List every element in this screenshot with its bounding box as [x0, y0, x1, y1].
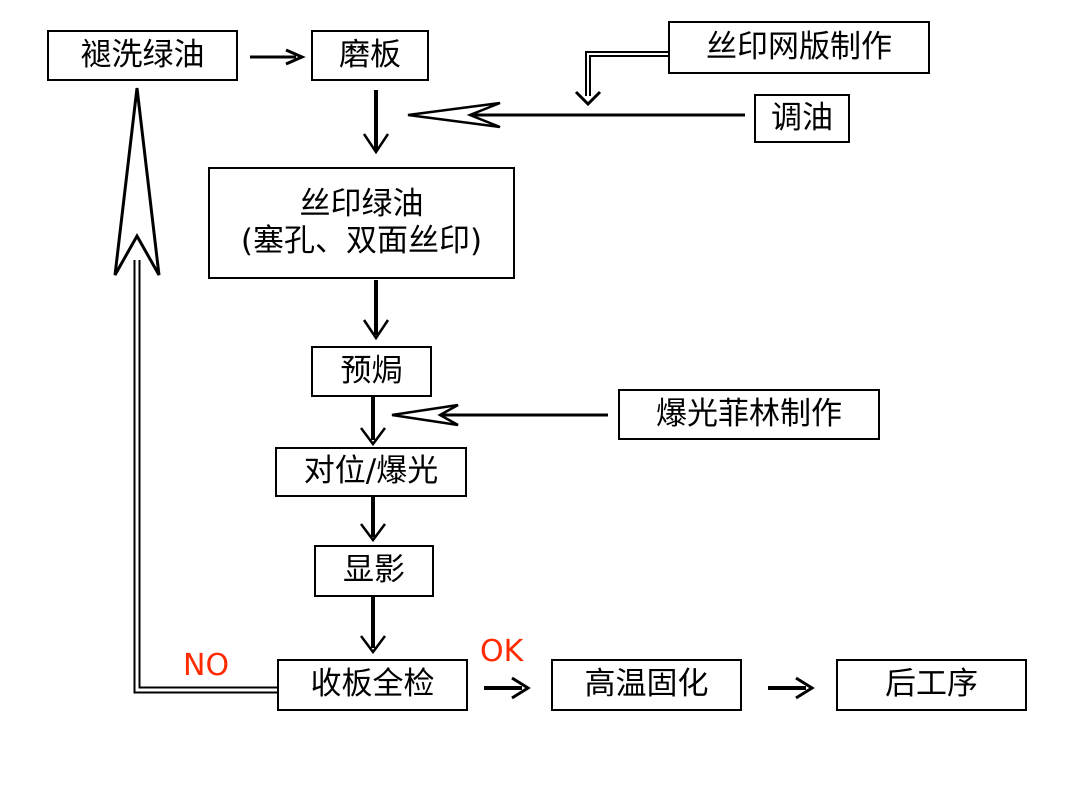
edge-feilin-to-main — [391, 403, 608, 427]
edge-duiwei-to-xianying — [360, 497, 386, 543]
edge-yukao-to-duiwei — [360, 397, 386, 447]
edge-tuixi-to-moban — [250, 48, 306, 66]
node-gaowen-guhua: 高温固化 — [551, 659, 742, 711]
edge-gaowen-to-hougongxu — [768, 676, 815, 700]
edge-xianying-to-shouban — [360, 597, 386, 655]
node-tuixi-lvyou: 褪洗绿油 — [47, 30, 238, 81]
node-hougongxu: 后工序 — [836, 659, 1027, 711]
node-moban-label: 磨板 — [339, 36, 401, 73]
label-no: NO — [183, 648, 230, 683]
node-siyin-lvyou-line2: (塞孔、双面丝印) — [240, 223, 483, 259]
node-shouban-quanjian: 收板全检 — [277, 659, 468, 711]
node-siyin-wangban-label: 丝印网版制作 — [706, 28, 892, 65]
node-yukao-label: 预焗 — [340, 352, 403, 389]
node-tiaoyou-label: 调油 — [771, 99, 833, 136]
node-gaowen-guhua-label: 高温固化 — [584, 666, 709, 703]
edge-moban-to-siyin — [362, 90, 390, 155]
node-xianying-label: 显影 — [343, 552, 405, 589]
edge-no-loop-to-tuixi — [113, 87, 278, 694]
node-tiaoyou: 调油 — [754, 94, 850, 143]
node-hougongxu-label: 后工序 — [885, 666, 978, 703]
node-siyin-lvyou: 丝印绿油 (塞孔、双面丝印) — [208, 167, 515, 279]
node-baoguang-feilin: 爆光菲林制作 — [618, 389, 880, 440]
node-moban: 磨板 — [311, 30, 429, 81]
edge-tiaoyou-to-main — [407, 101, 745, 129]
node-shouban-quanjian-label: 收板全检 — [310, 666, 435, 703]
node-tuixi-lvyou-label: 褪洗绿油 — [80, 36, 205, 73]
edge-wangban-to-tiaoyou — [574, 51, 668, 107]
label-ok: OK — [480, 634, 524, 669]
node-siyin-lvyou-line1: 丝印绿油 — [299, 185, 424, 222]
edge-siyin-to-yukao — [362, 280, 390, 341]
node-siyin-wangban: 丝印网版制作 — [668, 21, 930, 74]
node-baoguang-feilin-label: 爆光菲林制作 — [656, 395, 842, 432]
node-xianying: 显影 — [314, 545, 434, 597]
node-yukao: 预焗 — [311, 346, 432, 397]
edge-shouban-to-gaowen — [484, 676, 531, 700]
node-duiwei-baoguang: 对位/爆光 — [275, 447, 467, 497]
node-duiwei-baoguang-label: 对位/爆光 — [303, 453, 439, 490]
